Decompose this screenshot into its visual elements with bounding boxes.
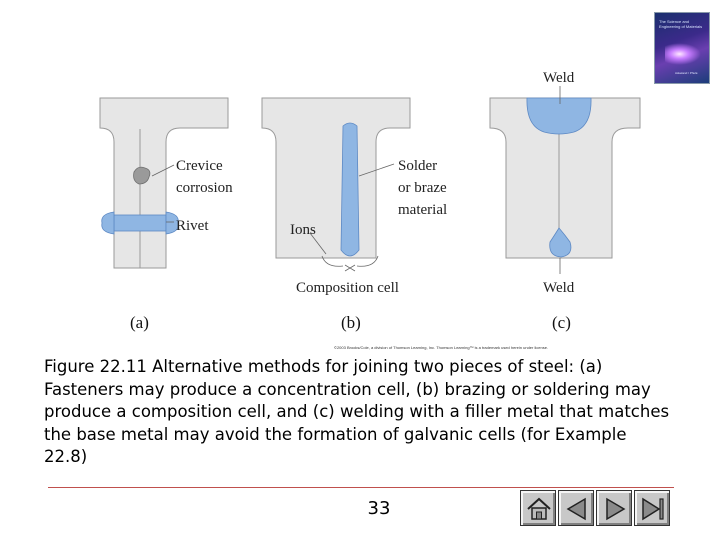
page-number: 33 bbox=[367, 498, 391, 519]
footer-divider bbox=[48, 487, 674, 488]
label-weld-top: Weld bbox=[543, 70, 575, 86]
panel-c: Weld Weld (c) bbox=[489, 70, 641, 332]
label-weld-bottom: Weld bbox=[543, 280, 575, 296]
ion-arrow-left bbox=[321, 255, 344, 267]
label-crevice: Crevice bbox=[176, 158, 223, 174]
rivet-shank bbox=[113, 214, 167, 232]
panel-a: Crevice corrosion Rivet (a) bbox=[99, 97, 233, 332]
ion-arrow-right bbox=[356, 255, 379, 267]
book-cover-thumbnail: The Science and Engineering of Materials… bbox=[654, 12, 710, 84]
label-composition-cell: Composition cell bbox=[296, 280, 399, 296]
back-arrow-icon bbox=[566, 497, 586, 521]
crevice-corrosion-spot bbox=[133, 166, 151, 185]
panel-b: Solder or braze material Ions Compositio… bbox=[261, 97, 447, 332]
cover-art bbox=[665, 43, 701, 65]
figure-caption: Figure 22.11 Alternative methods for joi… bbox=[44, 357, 670, 466]
panel-label-a: (a) bbox=[130, 313, 149, 332]
rivet-head-left bbox=[101, 211, 115, 235]
copyright-notice: ©2003 Brooks/Cole, a division of Thomson… bbox=[334, 345, 549, 350]
label-material: material bbox=[398, 202, 447, 218]
weld-bead-bottom bbox=[549, 227, 572, 258]
steel-plate-b bbox=[261, 97, 411, 259]
label-corrosion: corrosion bbox=[176, 180, 233, 196]
panel-label-b: (b) bbox=[341, 313, 361, 332]
label-rivet: Rivet bbox=[176, 218, 209, 234]
figure-diagram: Crevice corrosion Rivet (a) Solder or br… bbox=[99, 70, 641, 332]
end-arrow-icon bbox=[642, 497, 664, 521]
solder-fill bbox=[340, 122, 360, 257]
panel-label-c: (c) bbox=[552, 313, 571, 332]
label-braze: or braze bbox=[398, 180, 447, 196]
next-button[interactable] bbox=[596, 490, 632, 526]
label-ions: Ions bbox=[290, 222, 316, 238]
home-icon bbox=[527, 497, 551, 520]
weld-bead-top bbox=[526, 97, 592, 135]
end-button[interactable] bbox=[634, 490, 670, 526]
forward-arrow-icon bbox=[606, 497, 626, 521]
previous-button[interactable] bbox=[558, 490, 594, 526]
steel-plate-c bbox=[489, 97, 641, 259]
book-cover-footer: Askeland / Phulé bbox=[675, 71, 698, 75]
home-button[interactable] bbox=[520, 490, 556, 526]
label-solder: Solder bbox=[398, 158, 437, 174]
rivet-head-right bbox=[165, 211, 179, 235]
book-cover-title: The Science and Engineering of Materials bbox=[659, 19, 703, 29]
